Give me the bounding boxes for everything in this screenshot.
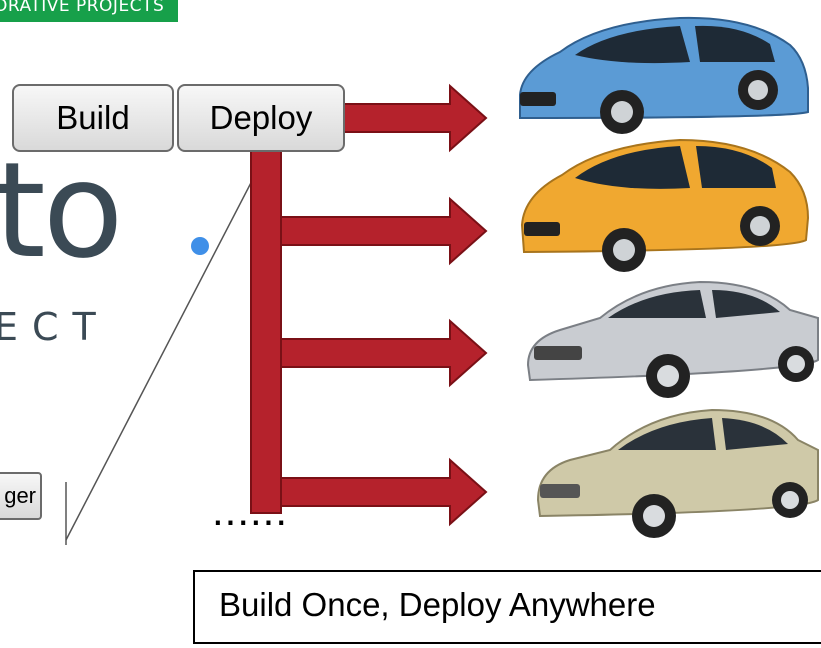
connector-line bbox=[65, 145, 271, 541]
manager-button-partial[interactable]: ger bbox=[0, 472, 42, 520]
silver-sedan-icon bbox=[526, 280, 819, 398]
deploy-button[interactable]: Deploy bbox=[177, 84, 345, 152]
deploy-arrow bbox=[280, 318, 488, 388]
deploy-arrow bbox=[341, 83, 488, 153]
project-logo-subtitle: ECT bbox=[0, 305, 110, 349]
orange-hatchback-icon bbox=[520, 138, 810, 272]
tagline-text: Build Once, Deploy Anywhere bbox=[219, 586, 656, 623]
banner-text: ORATIVE PROJECTS bbox=[0, 0, 165, 16]
tagline-box: Build Once, Deploy Anywhere bbox=[193, 570, 821, 644]
logo-dot-icon bbox=[191, 237, 209, 255]
beige-sedan-icon bbox=[536, 408, 819, 538]
project-logo-word: to bbox=[0, 134, 124, 288]
deploy-trunk bbox=[250, 146, 282, 514]
collaborative-projects-banner: ORATIVE PROJECTS bbox=[0, 0, 178, 22]
deploy-arrow bbox=[280, 457, 488, 527]
blue-hatchback-icon bbox=[519, 16, 809, 134]
build-button[interactable]: Build bbox=[12, 84, 174, 152]
continuation-dots: ...... bbox=[212, 487, 289, 534]
deploy-arrow bbox=[280, 196, 488, 266]
